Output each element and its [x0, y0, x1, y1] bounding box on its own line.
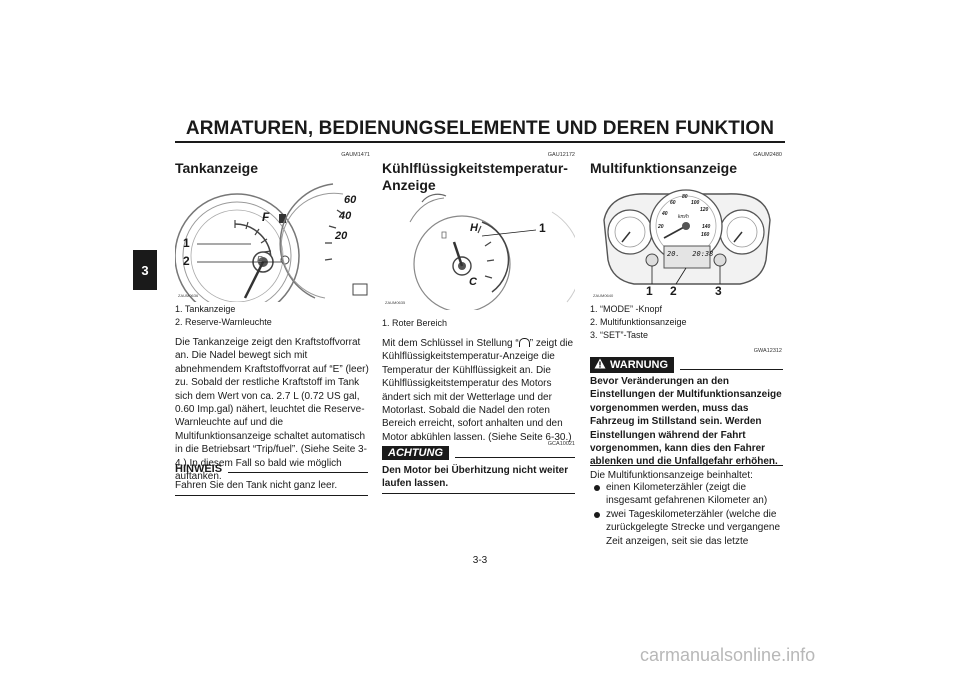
speed-unit: km/h — [678, 214, 689, 220]
note-text: Fahren Sie den Tank nicht ganz leer. — [175, 480, 338, 491]
figure-code: ZAUM0640 — [593, 293, 614, 298]
page-header-title: ARMATUREN, BEDIENUNGSELEMENTE UND DEREN … — [185, 118, 775, 139]
section-title: Multifunktionsanzeige — [590, 160, 737, 176]
intro-text: Die Multifunktionsanzeige beinhaltet: — [590, 470, 753, 481]
note-label: HINWEIS — [175, 463, 223, 475]
figure-code: ZAUM0636 — [178, 293, 199, 298]
list-item-text: zwei Tageskilometerzähler (welche die zu… — [606, 509, 781, 547]
speed-mark: 60 — [670, 200, 676, 206]
dashboard-figure: 60 80 100 120 40 20 140 160 km/h 20. 20:… — [590, 180, 783, 302]
gauge-mark-cold: C — [469, 276, 477, 288]
bullet-icon — [594, 512, 600, 518]
section-title: Tankanzeige — [175, 160, 258, 176]
warning-label: WARNUNG — [610, 359, 669, 371]
speed-mark: 120 — [700, 207, 709, 213]
callout-number: 2 — [183, 254, 190, 268]
speed-mark: 20 — [335, 230, 348, 242]
speed-mark: 80 — [682, 194, 688, 200]
list-item: zwei Tageskilometerzähler (welche die zu… — [594, 508, 783, 548]
speed-mark: 40 — [662, 211, 668, 217]
temp-gauge-illustration — [409, 193, 582, 313]
lcd-display-text: 20. 20:38 — [667, 250, 714, 258]
callout-number: 1 — [646, 284, 653, 298]
body-text-part: Mit dem Schlüssel in Stellung “ — [382, 338, 519, 349]
body-text-part: ” zeigt die Kühlflüssigkeitstemperatur-A… — [382, 338, 574, 443]
speed-mark: 100 — [691, 200, 700, 206]
note-rule — [228, 471, 368, 473]
list-item: einen Kilometerzähler (zeigt die insgesa… — [594, 481, 783, 508]
section-code: GAU12172 — [547, 152, 575, 158]
caution-end-rule — [382, 493, 575, 494]
speed-mark: 20 — [658, 224, 664, 230]
caution-label: ACHTUNG — [382, 446, 449, 460]
warning-badge: WARNUNG — [590, 357, 675, 373]
header-rule — [175, 141, 785, 143]
caution-code: GCA10021 — [547, 441, 575, 447]
note-header: HINWEIS — [175, 463, 368, 475]
caption-item: 1. Tankanzeige — [175, 304, 236, 314]
warning-code: GWA12312 — [753, 348, 782, 354]
speed-mark: 140 — [702, 224, 711, 230]
list-item-text: einen Kilometerzähler (zeigt die insgesa… — [606, 482, 768, 507]
speed-mark: 40 — [339, 210, 352, 222]
section-code: GAUM1471 — [341, 152, 370, 158]
page-number: 3-3 — [472, 555, 488, 566]
chapter-tab: 3 — [133, 250, 157, 290]
note-end-rule — [175, 495, 368, 496]
speed-mark: 160 — [701, 232, 710, 238]
warning-header: WARNUNG — [590, 357, 783, 373]
warning-triangle-icon — [594, 358, 606, 372]
fuel-gauge-figure: F E 60 40 20 1 2 ZAUM0636 — [174, 180, 368, 319]
gauge-mark-hot: H — [470, 222, 478, 234]
caution-text: Den Motor bei Überhitzung nicht weiter l… — [382, 465, 569, 490]
caption-item: 2. Multifunktionsanzeige — [590, 317, 687, 327]
caption-item: 3. “SET”-Taste — [590, 330, 649, 340]
dashboard-illustration — [603, 189, 771, 285]
figure-code: ZAUM0635 — [385, 300, 406, 305]
watermark: carmanualsonline.info — [640, 645, 816, 665]
caption-item: 1. “MODE” -Knopf — [590, 304, 663, 314]
speed-mark: 60 — [344, 194, 357, 206]
callout-number: 1 — [183, 236, 190, 250]
gauge-mark-full: F — [262, 210, 270, 224]
warning-text: Bevor Veränderungen an den Einstellungen… — [590, 376, 782, 468]
key-position-icon — [518, 338, 530, 347]
temp-gauge-figure: H C 1 ZAUM0635 — [382, 192, 582, 313]
caption-item: 1. Roter Bereich — [382, 318, 448, 328]
caution-header: ACHTUNG — [382, 446, 575, 460]
caption-item: 2. Reserve-Warnleuchte — [175, 317, 272, 327]
callout-number: 1 — [539, 221, 546, 235]
bullet-icon — [594, 485, 600, 491]
warning-end-rule — [590, 465, 783, 466]
warning-rule — [680, 368, 783, 370]
callout-number: 2 — [670, 284, 677, 298]
body-paragraph: Die Tankanzeige zeigt den Kraftstoffvorr… — [175, 337, 369, 483]
caution-rule — [455, 456, 575, 458]
section-title: Kühlflüssigkeitstemperatur-Anzeige — [382, 160, 568, 193]
section-code: GAUM2480 — [753, 152, 782, 158]
body-paragraph: Mit dem Schlüssel in Stellung “” zeigt d… — [382, 337, 576, 444]
callout-number: 3 — [715, 284, 722, 298]
gauge-mark-empty: E — [257, 255, 263, 264]
